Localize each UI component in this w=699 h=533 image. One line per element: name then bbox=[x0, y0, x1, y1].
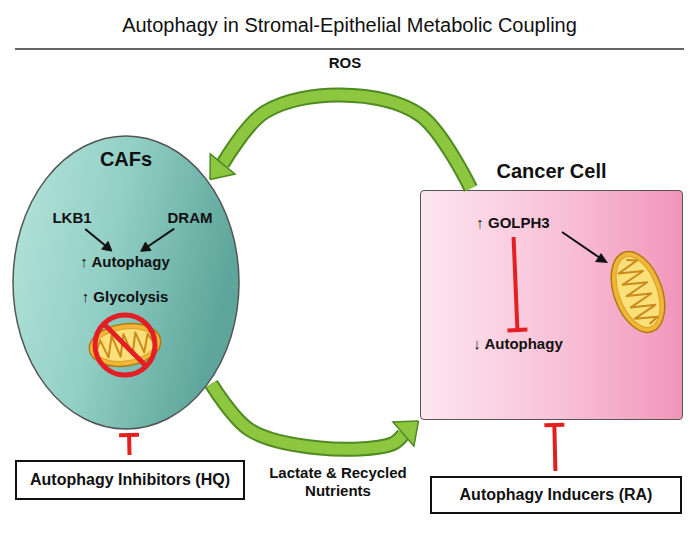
connector bbox=[210, 95, 471, 188]
connector-line bbox=[148, 229, 174, 247]
diagram-title: Autophagy in Stromal-Epithelial Metaboli… bbox=[0, 12, 699, 38]
process-name: ↑ Autophagy bbox=[80, 253, 169, 271]
treatment-name: Autophagy Inducers (RA) bbox=[460, 485, 653, 505]
process-label: ↑ Autophagy bbox=[78, 253, 171, 271]
process-label: ↑ Glycolysis bbox=[80, 288, 171, 306]
mitochondrion bbox=[86, 319, 163, 371]
connector-line bbox=[514, 237, 518, 330]
pointer-arrow bbox=[562, 232, 608, 263]
connector-line bbox=[127, 435, 131, 455]
prohibition-sign bbox=[95, 315, 155, 375]
gene-name: ↑ GOLPH3 bbox=[476, 214, 549, 232]
connector bbox=[211, 384, 418, 449]
connector-line bbox=[223, 95, 471, 188]
connector-line bbox=[85, 229, 105, 245]
inhibition-bar bbox=[119, 433, 139, 437]
cell-name: Cancer Cell bbox=[421, 159, 682, 183]
gene-label: DRAM bbox=[166, 209, 215, 227]
connector bbox=[119, 435, 139, 455]
edge-label: Lactate & Recycled Nutrients bbox=[251, 464, 426, 500]
gene-label: LKB1 bbox=[50, 209, 93, 227]
edge-label-wrap: Lactate & Recycled Nutrients bbox=[251, 464, 426, 500]
gene-name: LKB1 bbox=[52, 209, 91, 227]
cell-name: CAFs bbox=[12, 147, 240, 171]
edge-label-wrap: ROS bbox=[329, 54, 362, 72]
connector-line bbox=[554, 425, 555, 471]
connector-line bbox=[211, 384, 403, 449]
connector-outline bbox=[211, 384, 403, 449]
arrowhead bbox=[102, 241, 112, 251]
connector bbox=[544, 425, 564, 471]
arrowhead bbox=[210, 154, 235, 180]
process-name: ↓ Autophagy bbox=[473, 335, 562, 353]
edge-label: ROS bbox=[329, 54, 362, 72]
connector bbox=[85, 229, 112, 251]
treatment-box: Autophagy Inducers (RA) bbox=[430, 476, 682, 514]
treatment-box: Autophagy Inhibitors (HQ) bbox=[15, 460, 245, 500]
cell-box: Cancer Cell↑ GOLPH3↓ Autophagy bbox=[420, 190, 683, 420]
connector bbox=[507, 237, 527, 330]
cell-outline-shape bbox=[13, 136, 239, 429]
cell-ellipse: CAFsLKB1 DRAM ↑ Autophagy ↑ Glycolysis bbox=[12, 135, 240, 430]
gene-label: ↑ GOLPH3 bbox=[474, 214, 551, 232]
mitochondrion bbox=[601, 244, 675, 339]
process-label: ↓ Autophagy bbox=[471, 335, 564, 353]
connector-outline bbox=[223, 95, 471, 188]
cell-outline bbox=[12, 135, 240, 430]
gene-name: DRAM bbox=[168, 209, 213, 227]
arrowhead bbox=[393, 421, 419, 446]
inhibition-bar bbox=[507, 328, 527, 333]
inhibition-bar bbox=[544, 423, 564, 427]
treatment-name: Autophagy Inhibitors (HQ) bbox=[30, 470, 230, 490]
title-rule bbox=[15, 48, 684, 50]
arrowhead bbox=[141, 242, 151, 251]
process-name: ↑ Glycolysis bbox=[82, 288, 169, 306]
title-wrap: Autophagy in Stromal-Epithelial Metaboli… bbox=[0, 12, 699, 38]
connector bbox=[141, 229, 174, 252]
